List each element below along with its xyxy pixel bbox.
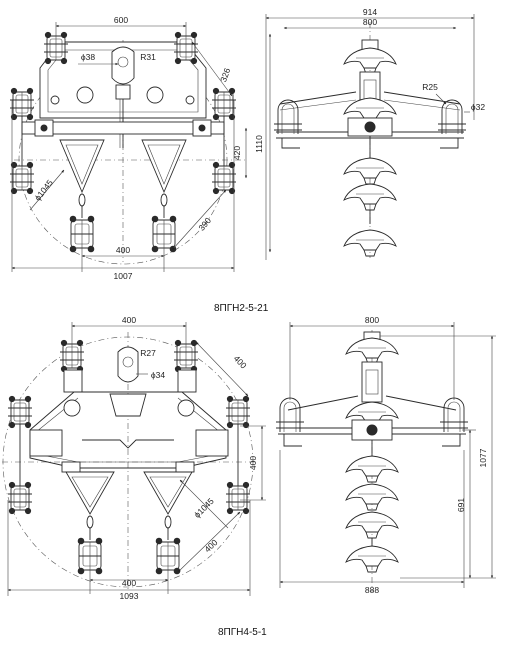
dim2-vert: 400 xyxy=(248,456,258,470)
side2-dim-top: 800 xyxy=(365,315,379,325)
dim-overall: 1007 xyxy=(114,271,133,281)
dim2-bottom: 400 xyxy=(122,578,136,588)
dim-circle: ϕ1045 xyxy=(32,178,55,203)
dim2-top: 400 xyxy=(122,315,136,325)
dim2-overall: 1093 xyxy=(120,591,139,601)
side2-dim-height2: 691 xyxy=(456,498,466,512)
dim2-radius: R27 xyxy=(140,348,156,358)
drawing2-side-view: 800 888 1077 691 xyxy=(275,315,496,595)
drawing1-caption: 8ПГН2-5-21 xyxy=(214,303,269,314)
side2-dim-bottom: 888 xyxy=(365,585,379,595)
drawing1-side-view: 914 800 1110 R25 ϕ32 xyxy=(254,7,485,260)
dim2-diag1: 400 xyxy=(232,353,249,370)
dim2-diag2: 400 xyxy=(202,537,219,554)
dim-diag2: 390 xyxy=(196,215,213,233)
dim-vert: 420 xyxy=(232,146,242,160)
side-dim-height: 1110 xyxy=(254,135,264,153)
dim-diag1: 326 xyxy=(218,66,232,83)
dim-hole: ϕ38 xyxy=(81,52,95,62)
dim-bottom: 400 xyxy=(116,245,130,255)
side-dim-radius: R25 xyxy=(422,82,438,92)
dim2-hole: ϕ34 xyxy=(151,370,165,380)
dim2-circle: ϕ1045 xyxy=(192,496,216,520)
side-dim-rod: ϕ32 xyxy=(471,102,485,112)
side2-dim-height1: 1077 xyxy=(478,448,488,467)
side-dim-top1: 914 xyxy=(363,7,377,17)
drawing2-caption: 8ПГН4-5-1 xyxy=(218,627,267,638)
dim-radius: R31 xyxy=(140,52,156,62)
side-dim-top2: 800 xyxy=(363,17,377,27)
dim-top: 600 xyxy=(114,15,128,25)
drawing2-front-view: 400 400 1093 400 400 400 ϕ1045 R27 ϕ34 xyxy=(2,315,266,601)
drawing1-front-view: 600 400 1007 420 326 390 ϕ1045 ϕ38 R31 xyxy=(9,15,248,281)
